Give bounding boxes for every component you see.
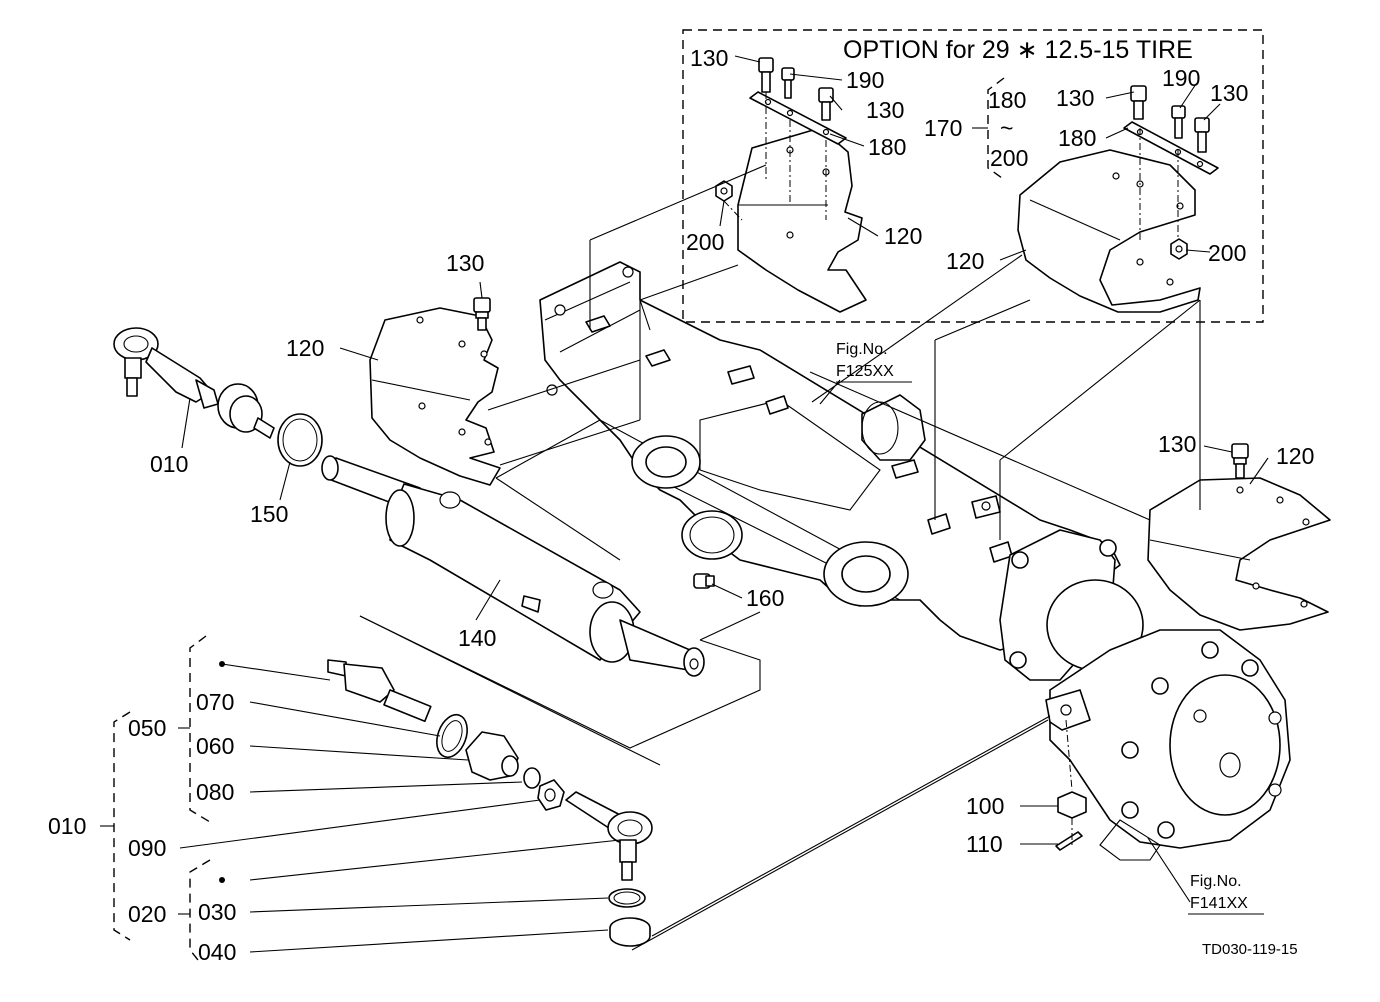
range-tilde: ~	[1000, 115, 1013, 141]
range-from: 180	[988, 87, 1026, 113]
callout-180: 180	[868, 134, 906, 160]
plate-180-left	[749, 91, 847, 145]
callout-130: 130	[1056, 85, 1094, 111]
o-ring-070	[436, 713, 468, 759]
brackets	[100, 77, 1005, 961]
option-cover-right	[1017, 149, 1201, 313]
callout-200: 200	[1208, 240, 1246, 266]
tie-rod-inner	[327, 659, 432, 723]
option-box: OPTION for 29 ∗ 12.5-15 TIRE	[682, 29, 1264, 323]
option-cover-left	[737, 120, 867, 313]
plate-180-right	[1123, 121, 1219, 175]
callout-150: 150	[250, 501, 288, 527]
callout-120: 120	[946, 248, 984, 274]
callout-030: 030	[198, 899, 236, 925]
callout-010: 010	[48, 813, 86, 839]
snap-ring-150	[277, 413, 323, 467]
callout-130: 130	[1158, 431, 1196, 457]
callout-060: 060	[196, 733, 234, 759]
clip-080	[523, 767, 541, 789]
bolt-130-opt-c	[1130, 85, 1147, 120]
bolt-130-left	[473, 297, 491, 331]
callout-080: 080	[196, 779, 234, 805]
callout-110: 110	[966, 831, 1003, 857]
castle-nut-100	[1057, 791, 1087, 819]
callout-170: 170	[924, 115, 962, 141]
callout-180: 180	[1058, 125, 1096, 151]
callout-050: 050	[128, 715, 166, 741]
cover-120-right	[1147, 477, 1331, 631]
leader-lines	[179, 55, 1269, 953]
callout-120: 120	[286, 335, 324, 361]
fig-ref-f125: Fig.No. F125XX	[836, 341, 912, 383]
bolt-130-opt-b	[818, 87, 834, 121]
tie-rod-end-top	[113, 327, 275, 439]
callout-130: 130	[446, 250, 484, 276]
callout-190: 190	[1162, 65, 1200, 91]
callout-140: 140	[458, 625, 496, 651]
callout-020: 020	[128, 901, 166, 927]
nut-090	[537, 779, 565, 811]
fig-ref-line2: F141XX	[1190, 895, 1248, 912]
callout-120: 120	[1276, 443, 1314, 469]
callout-labels: 130 190 130 180 120 200 180 ~ 200 170 13…	[48, 45, 1314, 965]
callout-130: 130	[866, 97, 904, 123]
callout-090: 090	[128, 835, 166, 861]
bolt-190-opt-left	[781, 67, 795, 99]
bolt-130-opt-a	[758, 57, 774, 93]
bolt-190-opt-right	[1171, 105, 1186, 139]
fig-ref-f141: Fig.No. F141XX	[1188, 873, 1264, 915]
axle-housing	[539, 261, 1121, 651]
option-title: OPTION for 29 ∗ 12.5-15 TIRE	[843, 36, 1193, 64]
tie-rod-end-020	[565, 791, 653, 881]
callout-070: 070	[196, 689, 234, 715]
ring-030	[608, 888, 646, 908]
seal-040	[609, 917, 651, 947]
callout-130: 130	[690, 45, 728, 71]
callout-190: 190	[846, 67, 884, 93]
reference-lines	[359, 164, 1201, 951]
fig-ref-line1: Fig.No.	[1190, 873, 1242, 890]
steering-cylinder-140	[321, 455, 705, 677]
drawing-code: TD030-119-15	[1202, 941, 1298, 958]
cover-120-left	[369, 307, 501, 486]
callout-120: 120	[884, 223, 922, 249]
callout-100: 100	[966, 793, 1004, 819]
callout-130: 130	[1210, 80, 1248, 106]
cotter-pin-110	[1055, 831, 1083, 851]
bolt-130-right	[1231, 443, 1249, 479]
fig-ref-line2: F125XX	[836, 363, 894, 380]
nut-200-opt-left	[715, 180, 733, 202]
final-case	[999, 529, 1291, 861]
callout-160: 160	[746, 585, 784, 611]
nut-200-opt-right	[1170, 238, 1188, 260]
bolt-130-opt-d	[1194, 117, 1210, 153]
range-to: 200	[990, 145, 1028, 171]
callout-040: 040	[198, 939, 236, 965]
callout-010: 010	[150, 451, 188, 477]
callout-200: 200	[686, 229, 724, 255]
bolt-160	[693, 573, 715, 589]
fig-ref-line1: Fig.No.	[836, 341, 888, 358]
boot-060	[465, 731, 519, 781]
